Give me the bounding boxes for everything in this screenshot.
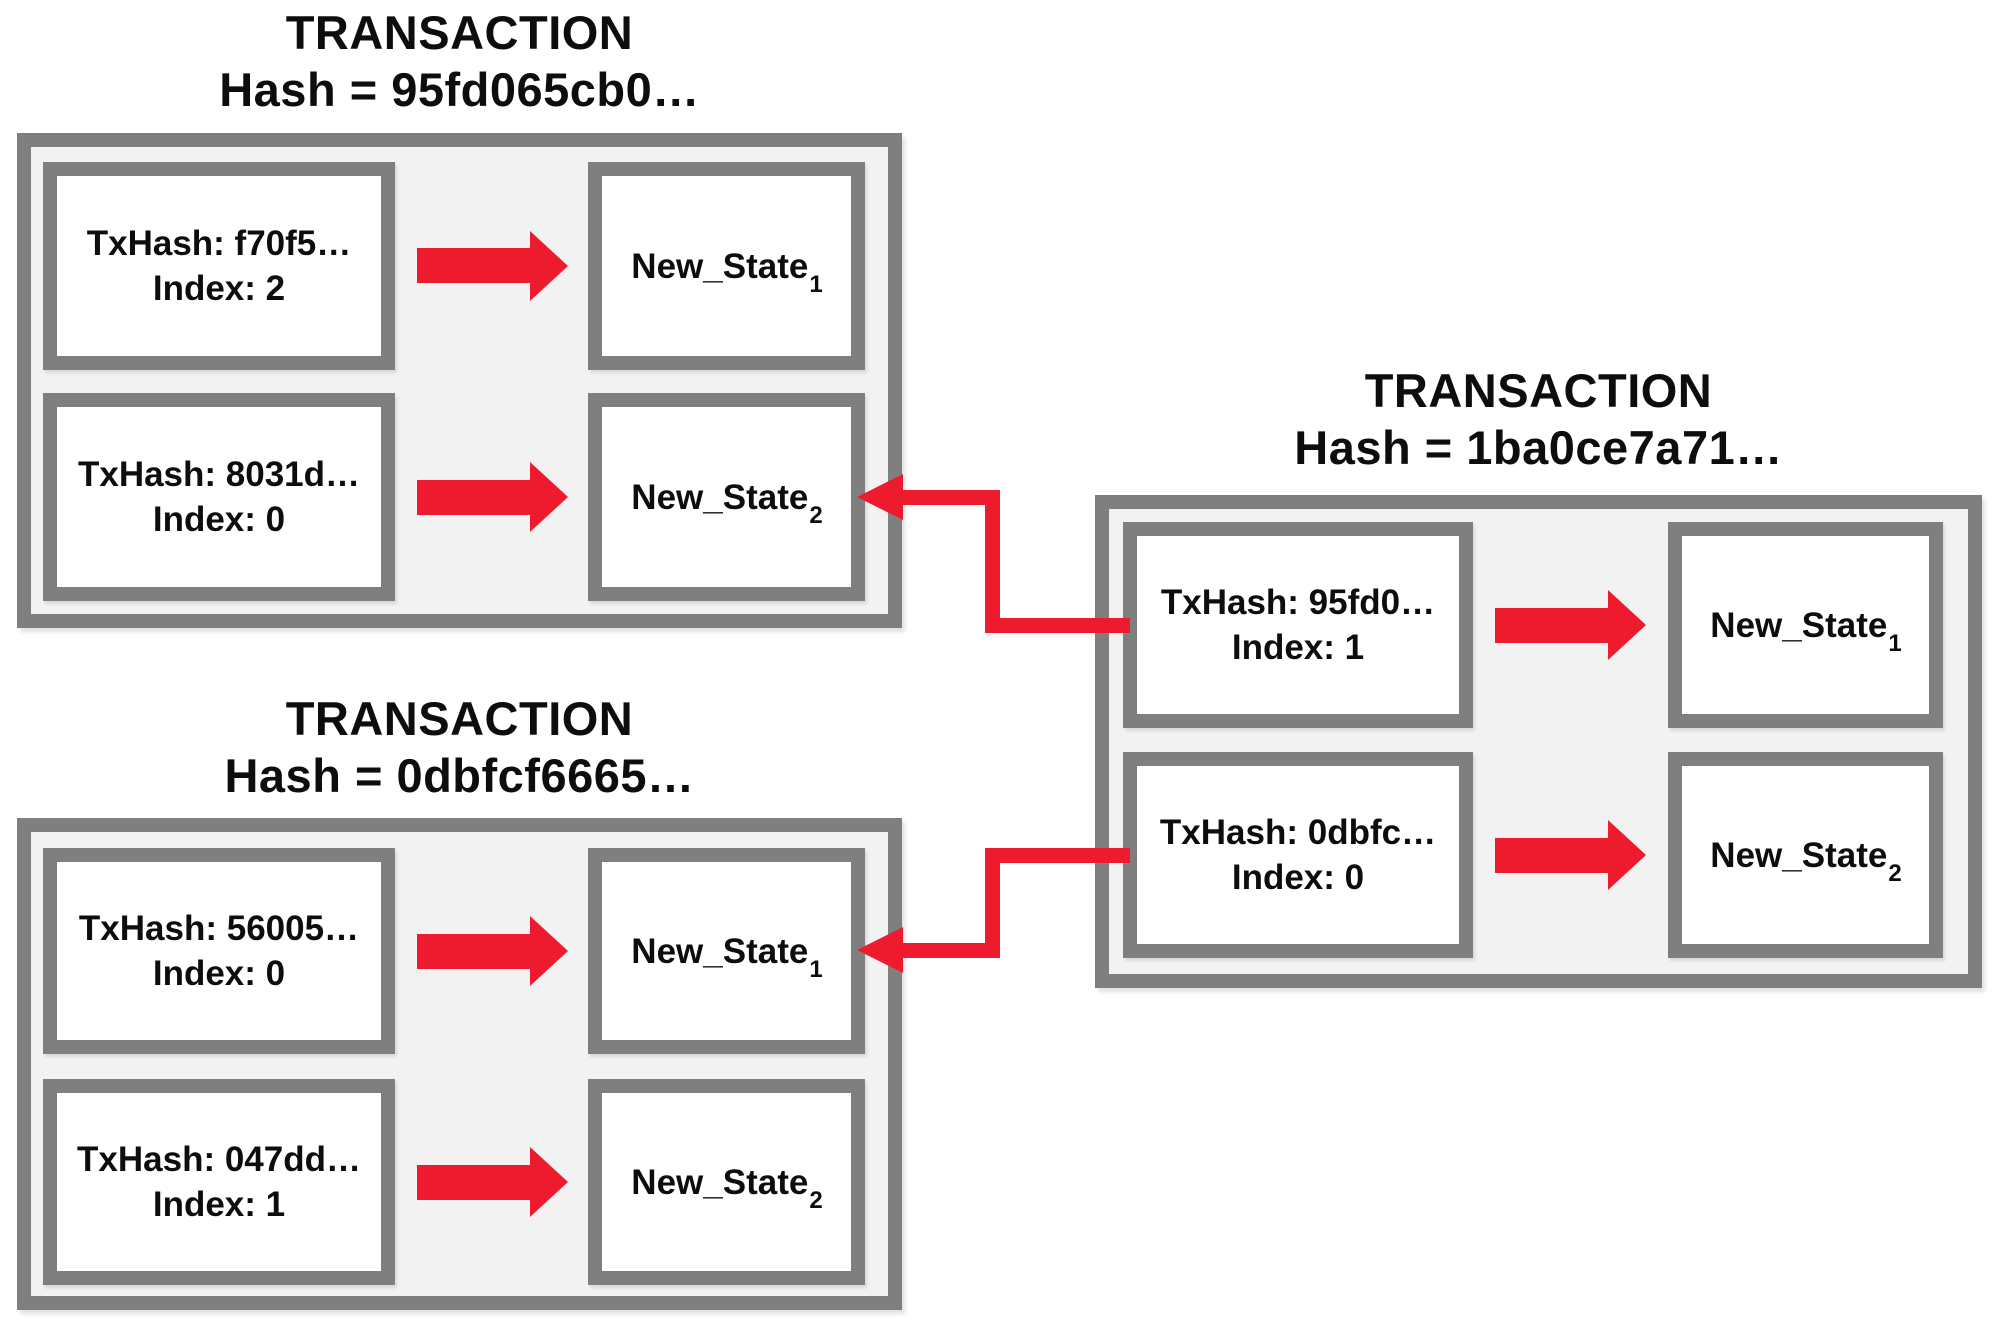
tx-topleft-title-line1: TRANSACTION [285, 6, 634, 59]
tx-topleft-state-1: New_State1 [588, 162, 865, 370]
state-subscript: 2 [809, 1186, 823, 1214]
tx-bottomleft-state-1: New_State1 [588, 848, 865, 1054]
state-label: New_State [1710, 835, 1888, 875]
input-txhash: TxHash: 95fd0… [1160, 583, 1436, 622]
input-index: Index: 1 [152, 1185, 286, 1224]
tx-right-state-1: New_State1 [1668, 522, 1943, 728]
tx-topleft-title: TRANSACTION Hash = 95fd065cb0… [17, 4, 902, 118]
tx-right-title-line2: Hash = 1ba0ce7a71… [1294, 421, 1783, 474]
tx-bottomleft-title-line1: TRANSACTION [285, 692, 634, 745]
tx-right-input-2: TxHash: 0dbfc… Index: 0 [1123, 752, 1473, 958]
tx-right-input-1: TxHash: 95fd0… Index: 1 [1123, 522, 1473, 728]
tx-bottomleft-title-line2: Hash = 0dbfcf6665… [224, 749, 695, 802]
input-index: Index: 2 [152, 269, 286, 308]
state-label: New_State [631, 246, 809, 286]
tx-bottomleft-state-2: New_State2 [588, 1079, 865, 1285]
tx-bottomleft-title: TRANSACTION Hash = 0dbfcf6665… [17, 690, 902, 804]
tx-right-title-line1: TRANSACTION [1364, 364, 1713, 417]
input-index: Index: 0 [152, 500, 286, 539]
state-subscript: 2 [809, 501, 823, 529]
state-label: New_State [1710, 605, 1888, 645]
input-txhash: TxHash: f70f5… [86, 224, 352, 263]
arrow-left-icon [857, 927, 903, 973]
input-txhash: TxHash: 047dd… [77, 1140, 361, 1179]
state-subscript: 1 [809, 270, 823, 298]
state-subscript: 1 [1888, 629, 1902, 657]
input-index: Index: 0 [1231, 858, 1365, 897]
tx-topleft-title-line2: Hash = 95fd065cb0… [219, 63, 700, 116]
state-label: New_State [631, 477, 809, 517]
tx-topleft-input-1: TxHash: f70f5… Index: 2 [43, 162, 395, 370]
state-subscript: 1 [809, 955, 823, 983]
tx-bottomleft-input-1: TxHash: 56005… Index: 0 [43, 848, 395, 1054]
input-txhash: TxHash: 0dbfc… [1159, 813, 1437, 852]
tx-right-state-2: New_State2 [1668, 752, 1943, 958]
tx-bottomleft-input-2: TxHash: 047dd… Index: 1 [43, 1079, 395, 1285]
input-index: Index: 1 [1231, 628, 1365, 667]
input-txhash: TxHash: 56005… [78, 909, 360, 948]
tx-topleft-state-2: New_State2 [588, 393, 865, 601]
state-label: New_State [631, 1162, 809, 1202]
state-label: New_State [631, 931, 809, 971]
input-index: Index: 0 [152, 954, 286, 993]
state-subscript: 2 [1888, 859, 1902, 887]
tx-right-title: TRANSACTION Hash = 1ba0ce7a71… [1095, 362, 1982, 476]
input-txhash: TxHash: 8031d… [77, 455, 361, 494]
arrow-left-icon [857, 474, 903, 520]
tx-topleft-input-2: TxHash: 8031d… Index: 0 [43, 393, 395, 601]
